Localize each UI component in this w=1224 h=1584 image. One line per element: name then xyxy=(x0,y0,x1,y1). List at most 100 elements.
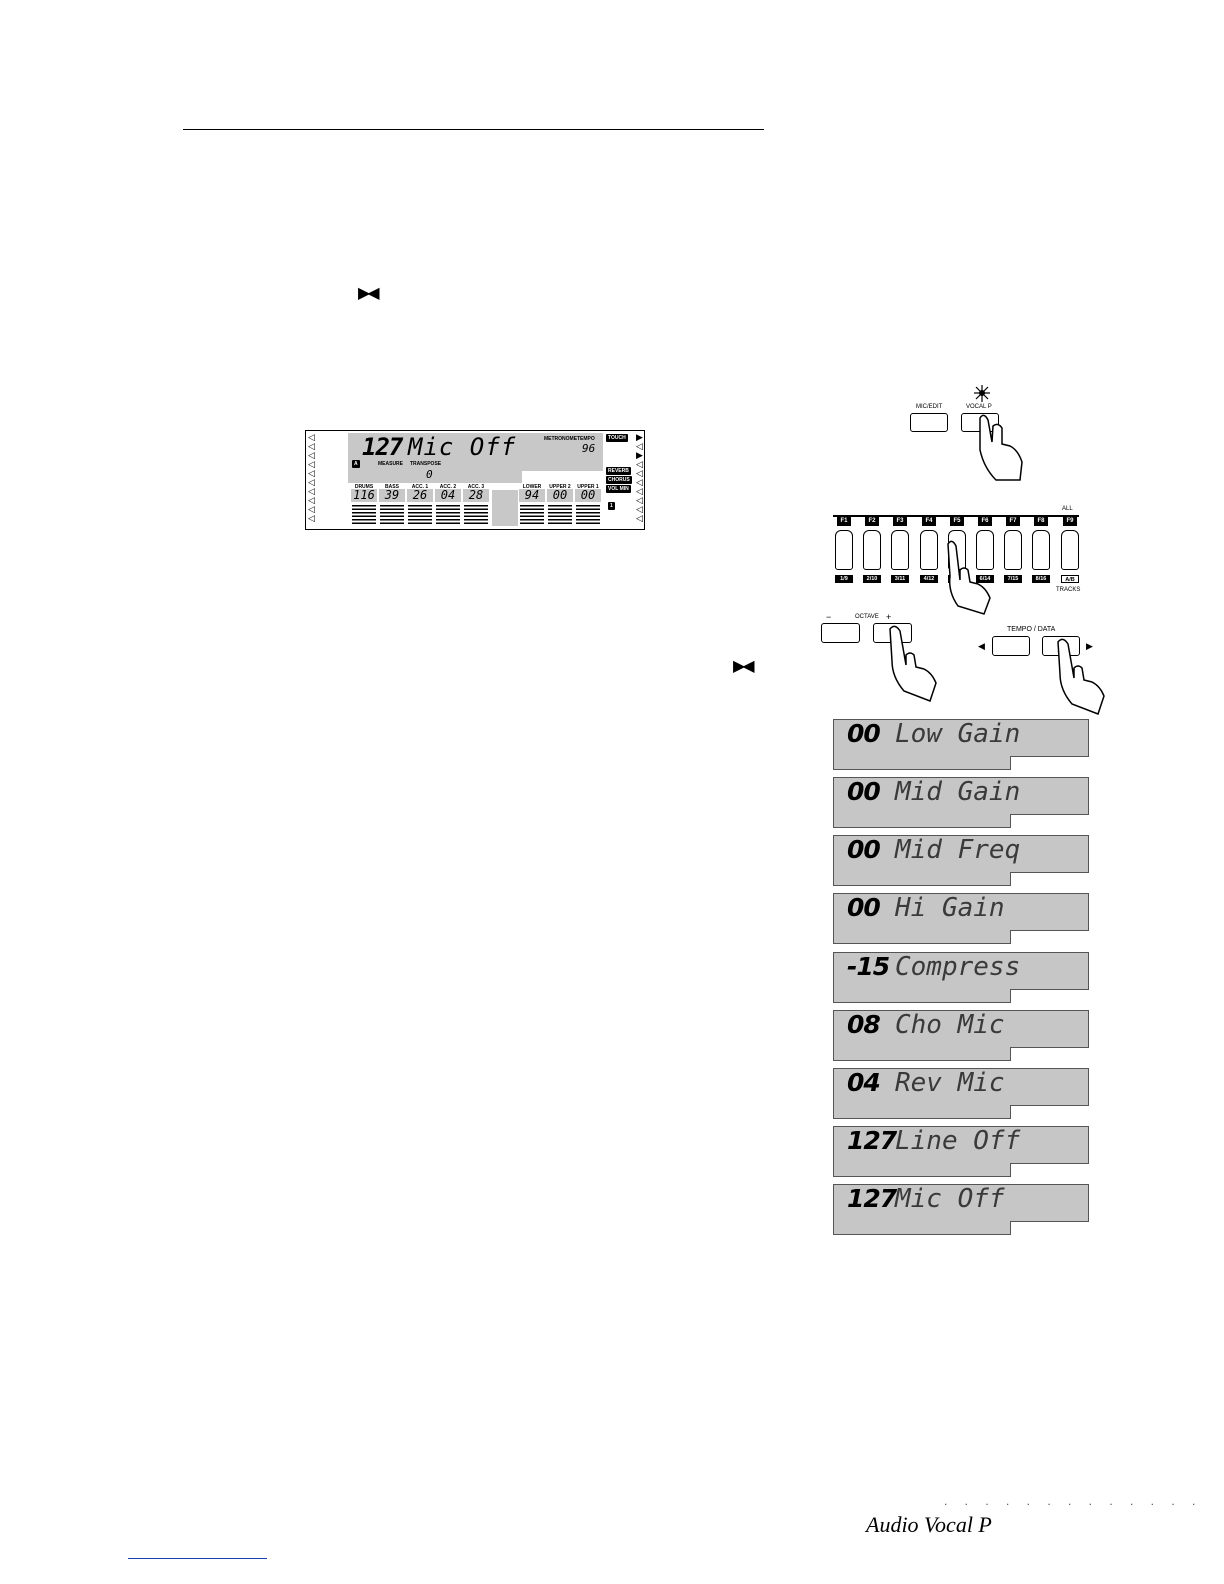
f-key-button[interactable] xyxy=(976,530,994,570)
pressing-hand-icon xyxy=(974,385,1023,481)
one-badge: 1 xyxy=(608,502,615,510)
volume-bars xyxy=(464,505,488,525)
channel-label: UPPER 2 xyxy=(549,484,571,490)
main-lcd-display: ◁◁◁◁◁◁◁◁◁◁ ▶◁▶◁◁◁◁◁◁◁ 127 Mic Off METRON… xyxy=(305,430,645,530)
f-key-button[interactable] xyxy=(1061,530,1079,570)
display-strip: 08 Cho Mic xyxy=(833,1010,1089,1061)
strip-screen xyxy=(833,777,1089,815)
display-strip: 00 Hi Gain xyxy=(833,893,1089,944)
strip-screen-lower xyxy=(833,1164,1011,1177)
strip-screen xyxy=(833,835,1089,873)
pressing-hand-icon xyxy=(1057,638,1105,715)
strip-edge xyxy=(1010,930,1011,944)
f-key-button[interactable] xyxy=(1004,530,1022,570)
strip-text: Mid Freq xyxy=(895,835,1021,865)
strip-screen xyxy=(833,1068,1089,1106)
f-key-button[interactable] xyxy=(1032,530,1050,570)
strip-edge xyxy=(1010,1163,1011,1177)
transpose-label: TRANSPOSE xyxy=(410,461,442,467)
bottom-link-rule xyxy=(128,1558,267,1559)
octave-minus-button[interactable] xyxy=(821,623,860,643)
all-label: ALL xyxy=(1062,506,1073,512)
lcd-screen: 127 Mic Off METRONOME TEMPO 96 MEASURE T… xyxy=(348,433,603,483)
octave-plus-label: + xyxy=(886,612,892,622)
lcd-blank-segment xyxy=(492,490,518,526)
f-key-label: F1 xyxy=(837,517,851,526)
chorus-badge: CHORUS xyxy=(606,476,632,484)
f-key-label: F4 xyxy=(922,517,936,526)
strip-edge xyxy=(1010,872,1011,886)
f-key-button[interactable] xyxy=(891,530,909,570)
track-key-label: 1/9 xyxy=(835,575,853,583)
track-key-label: 8/16 xyxy=(1032,575,1050,583)
strip-value: 04 xyxy=(847,1068,881,1097)
f-key-label: F5 xyxy=(950,517,964,526)
strip-screen-lower xyxy=(833,1106,1011,1119)
strip-value: 00 xyxy=(847,719,881,748)
volume-bars xyxy=(408,505,432,525)
strip-edge xyxy=(1010,1221,1011,1235)
channel-acc3: ACC. 3 28 xyxy=(463,484,489,528)
f-key-button[interactable] xyxy=(835,530,853,570)
strip-edge xyxy=(1011,1163,1089,1164)
channel-label: DRUMS xyxy=(354,484,374,490)
strip-value: 127 xyxy=(847,1126,897,1155)
octave-label: OCTAVE xyxy=(855,614,879,620)
touch-badge: TOUCH xyxy=(606,434,628,442)
channel-drums: DRUMS 116 xyxy=(351,484,377,528)
display-strip: 00 Mid Freq xyxy=(833,835,1089,886)
measure-label: MEASURE xyxy=(378,461,404,467)
strip-value: 00 xyxy=(847,893,881,922)
strip-screen-lower xyxy=(833,990,1011,1003)
octave-minus-label: − xyxy=(826,612,832,622)
track-key-label: 6/14 xyxy=(976,575,994,583)
strip-value: 08 xyxy=(847,1010,881,1039)
channel-value: 00 xyxy=(547,489,573,502)
lcd-value: 127 xyxy=(362,433,403,461)
strip-edge xyxy=(1010,814,1011,828)
channel-label: UPPER 1 xyxy=(577,484,599,490)
strip-screen xyxy=(833,1010,1089,1048)
tempo-value: 96 xyxy=(582,442,596,455)
strip-edge xyxy=(1011,989,1089,990)
pressing-hand-icon xyxy=(947,540,991,615)
strip-text: Cho Mic xyxy=(895,1010,1005,1040)
strip-screen xyxy=(833,952,1089,990)
arrow-right-icon: ▶ xyxy=(1086,641,1093,651)
strip-text: Hi Gain xyxy=(895,893,1005,923)
strip-value: 00 xyxy=(847,777,881,806)
channel-value: 94 xyxy=(519,489,545,502)
nav-arrows-icon: ▶◀ xyxy=(358,283,380,302)
strip-screen-lower xyxy=(833,757,1011,770)
f-key-label: F3 xyxy=(893,517,907,526)
strip-screen xyxy=(833,1184,1089,1222)
strip-text: Low Gain xyxy=(895,719,1021,749)
key-divider xyxy=(833,515,1079,517)
strip-text: Line Off xyxy=(895,1126,1021,1156)
tempo-down-button[interactable] xyxy=(992,636,1030,656)
lcd-notch xyxy=(522,471,603,483)
f-key-button[interactable] xyxy=(920,530,938,570)
left-triangles-icon: ◁◁◁◁◁◁◁◁◁◁ xyxy=(308,432,315,523)
mic-edit-label: MIC/EDIT xyxy=(916,404,943,410)
nav-arrows-icon: ▶◀ xyxy=(733,656,755,675)
badge-a: A xyxy=(352,460,360,468)
pressing-hand-icon xyxy=(889,625,937,702)
channel-label: BASS xyxy=(385,484,399,490)
track-key-label: 2/10 xyxy=(863,575,881,583)
volume-bars xyxy=(436,505,460,525)
metronome-label: METRONOME xyxy=(544,436,578,442)
strip-value: -15 xyxy=(847,952,890,981)
strip-edge xyxy=(1010,989,1011,1003)
mic-edit-button[interactable] xyxy=(910,413,948,432)
strip-text: Rev Mic xyxy=(895,1068,1005,1098)
volume-bars xyxy=(352,505,376,525)
f-key-button[interactable] xyxy=(863,530,881,570)
channel-value: 116 xyxy=(351,489,377,502)
strip-value: 00 xyxy=(847,835,881,864)
channel-acc2: ACC. 2 04 xyxy=(435,484,461,528)
